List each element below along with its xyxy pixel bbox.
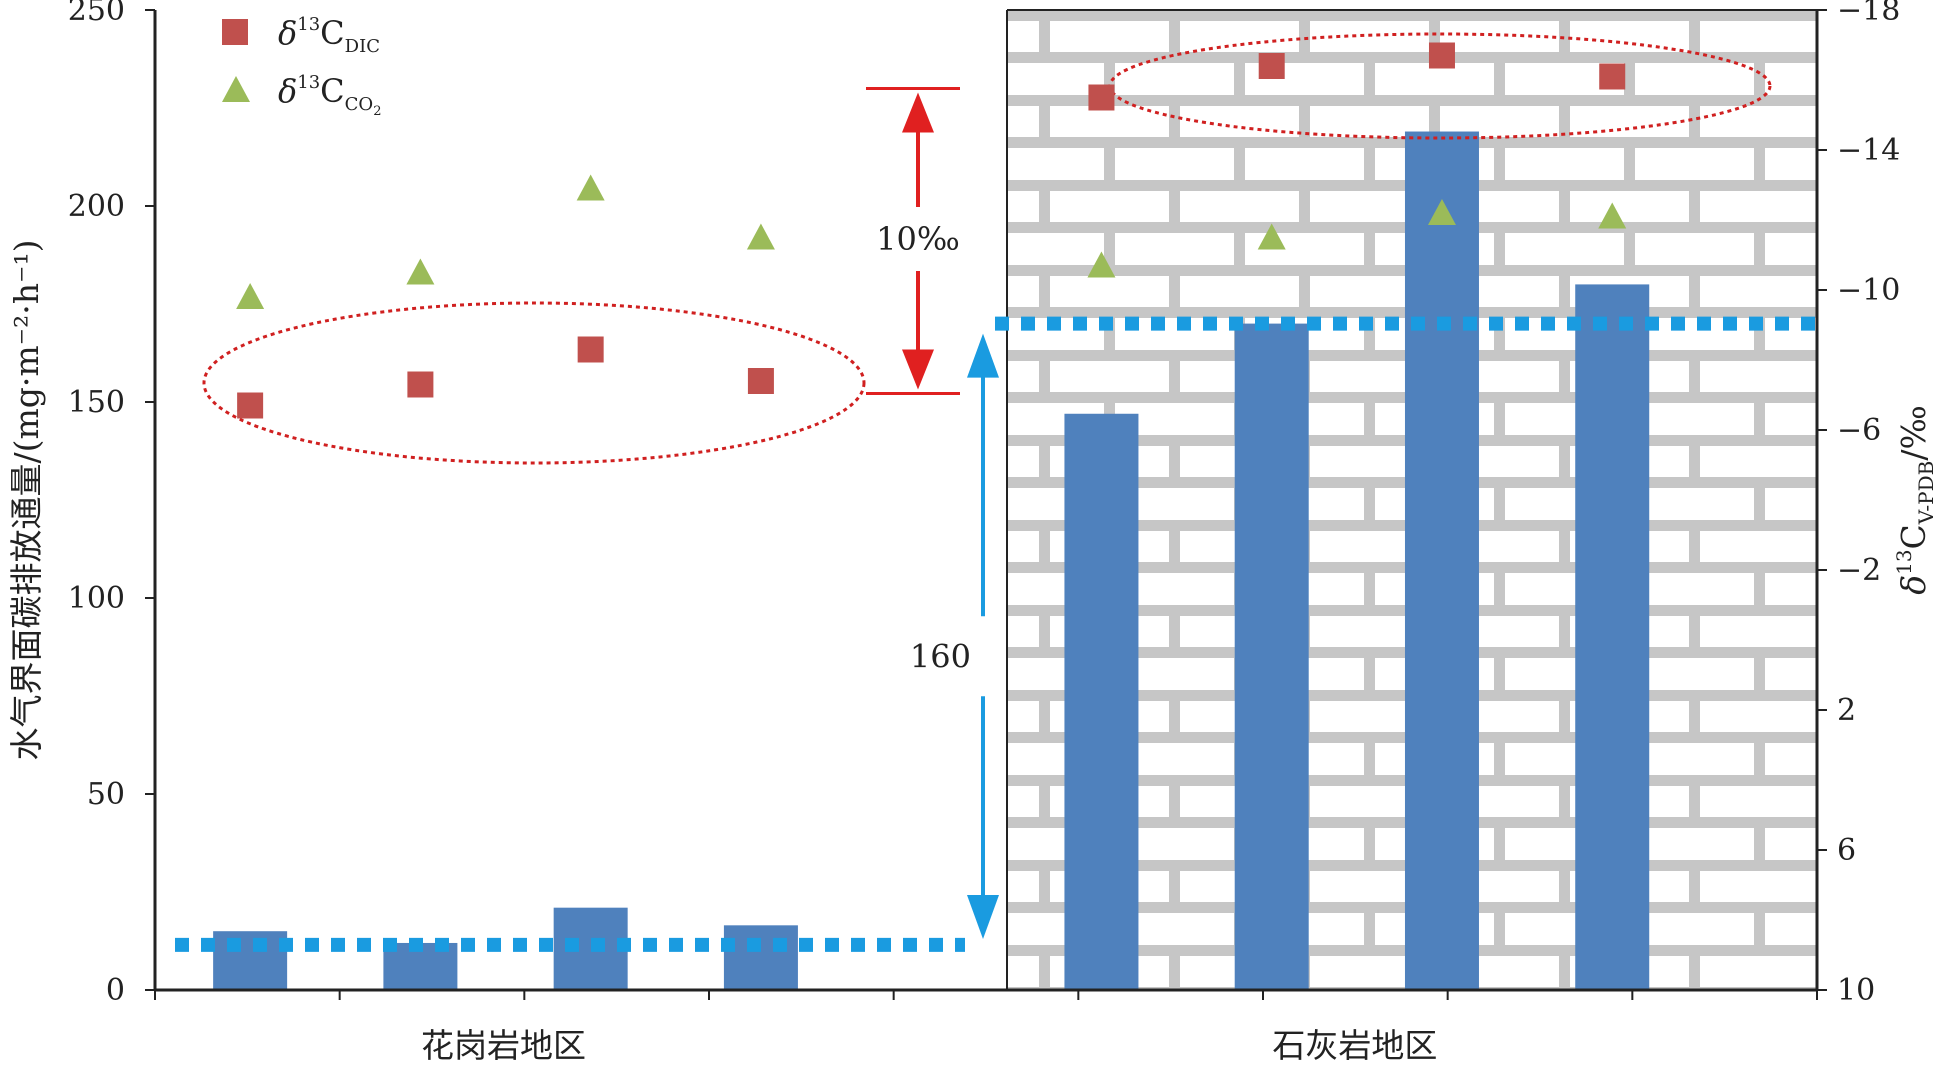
legend-dic-label: δ13CDIC xyxy=(278,14,380,57)
category-label: 花岗岩地区 xyxy=(421,1026,586,1065)
left-tick-label: 100 xyxy=(68,581,125,616)
flux-bar xyxy=(1404,131,1479,990)
axis-layer: 0 50 100 150 200 250 10 6 2 −2 −6 −10 −14 −18 花岗岩地区 石灰岩… xyxy=(7,0,1938,1065)
right-tick-label: −14 xyxy=(1837,133,1900,168)
isotope-diff-label: 10‰ xyxy=(876,220,960,258)
right-tick-label: 6 xyxy=(1837,833,1856,868)
annotation-layer: 160 10‰ xyxy=(175,32,1815,952)
flux-bar xyxy=(553,907,628,990)
category-label: 石灰岩地区 xyxy=(1272,1026,1437,1065)
dic-marker xyxy=(1088,84,1115,111)
right-axis-title: δ13CV-PDB/‰ xyxy=(1892,405,1938,595)
right-tick-label: −10 xyxy=(1837,273,1900,308)
dic-marker xyxy=(1258,53,1285,79)
dic-marker xyxy=(747,368,774,394)
dic-marker xyxy=(407,371,434,398)
dic-marker xyxy=(577,336,604,363)
legend-dic-marker xyxy=(222,19,248,45)
granite-dic-ellipse xyxy=(202,301,866,465)
co2-marker xyxy=(406,258,435,285)
left-tick-label: 250 xyxy=(68,0,125,28)
marker-layer xyxy=(236,42,1627,419)
legend-co2-label: δ13CCO2 xyxy=(278,72,381,119)
co2-marker xyxy=(1598,202,1627,229)
co2-marker xyxy=(1087,251,1116,278)
dic-marker xyxy=(1599,63,1626,90)
co2-marker xyxy=(576,174,605,201)
flux-diff-label: 160 xyxy=(910,637,971,675)
co2-marker xyxy=(236,283,265,309)
right-tick-label: 10 xyxy=(1837,973,1875,1008)
isotope-arrow-head-up xyxy=(902,92,934,133)
flux-bar xyxy=(1575,284,1650,990)
legend-co2-marker xyxy=(222,76,250,102)
right-tick-label: 2 xyxy=(1837,693,1856,728)
flux-bar xyxy=(723,925,798,990)
right-tick-label: −18 xyxy=(1837,0,1900,28)
left-tick-label: 200 xyxy=(68,189,125,224)
flux-arrow-head-up xyxy=(967,333,999,378)
flux-bar xyxy=(1234,323,1309,991)
left-tick-label: 50 xyxy=(87,777,125,812)
bar-layer xyxy=(213,131,1650,991)
co2-marker xyxy=(1427,199,1456,225)
dic-marker xyxy=(237,392,264,419)
flux-bar xyxy=(213,931,288,990)
left-axis-title: 水气界面碳排放通量/(mg·m⁻²·h⁻¹) xyxy=(7,239,46,760)
right-tick-label: −6 xyxy=(1837,413,1881,448)
co2-marker xyxy=(746,223,775,250)
co2-marker xyxy=(1257,223,1286,250)
flux-arrow-head-down xyxy=(967,894,999,939)
dic-marker xyxy=(1428,42,1455,69)
flux-bar xyxy=(1064,413,1139,990)
left-tick-label: 0 xyxy=(106,973,125,1008)
legend: δ13CDIC δ13CCO2 xyxy=(222,14,381,119)
isotope-arrow-head-down xyxy=(902,349,934,390)
right-tick-label: −2 xyxy=(1837,553,1881,588)
left-tick-label: 150 xyxy=(68,385,125,420)
